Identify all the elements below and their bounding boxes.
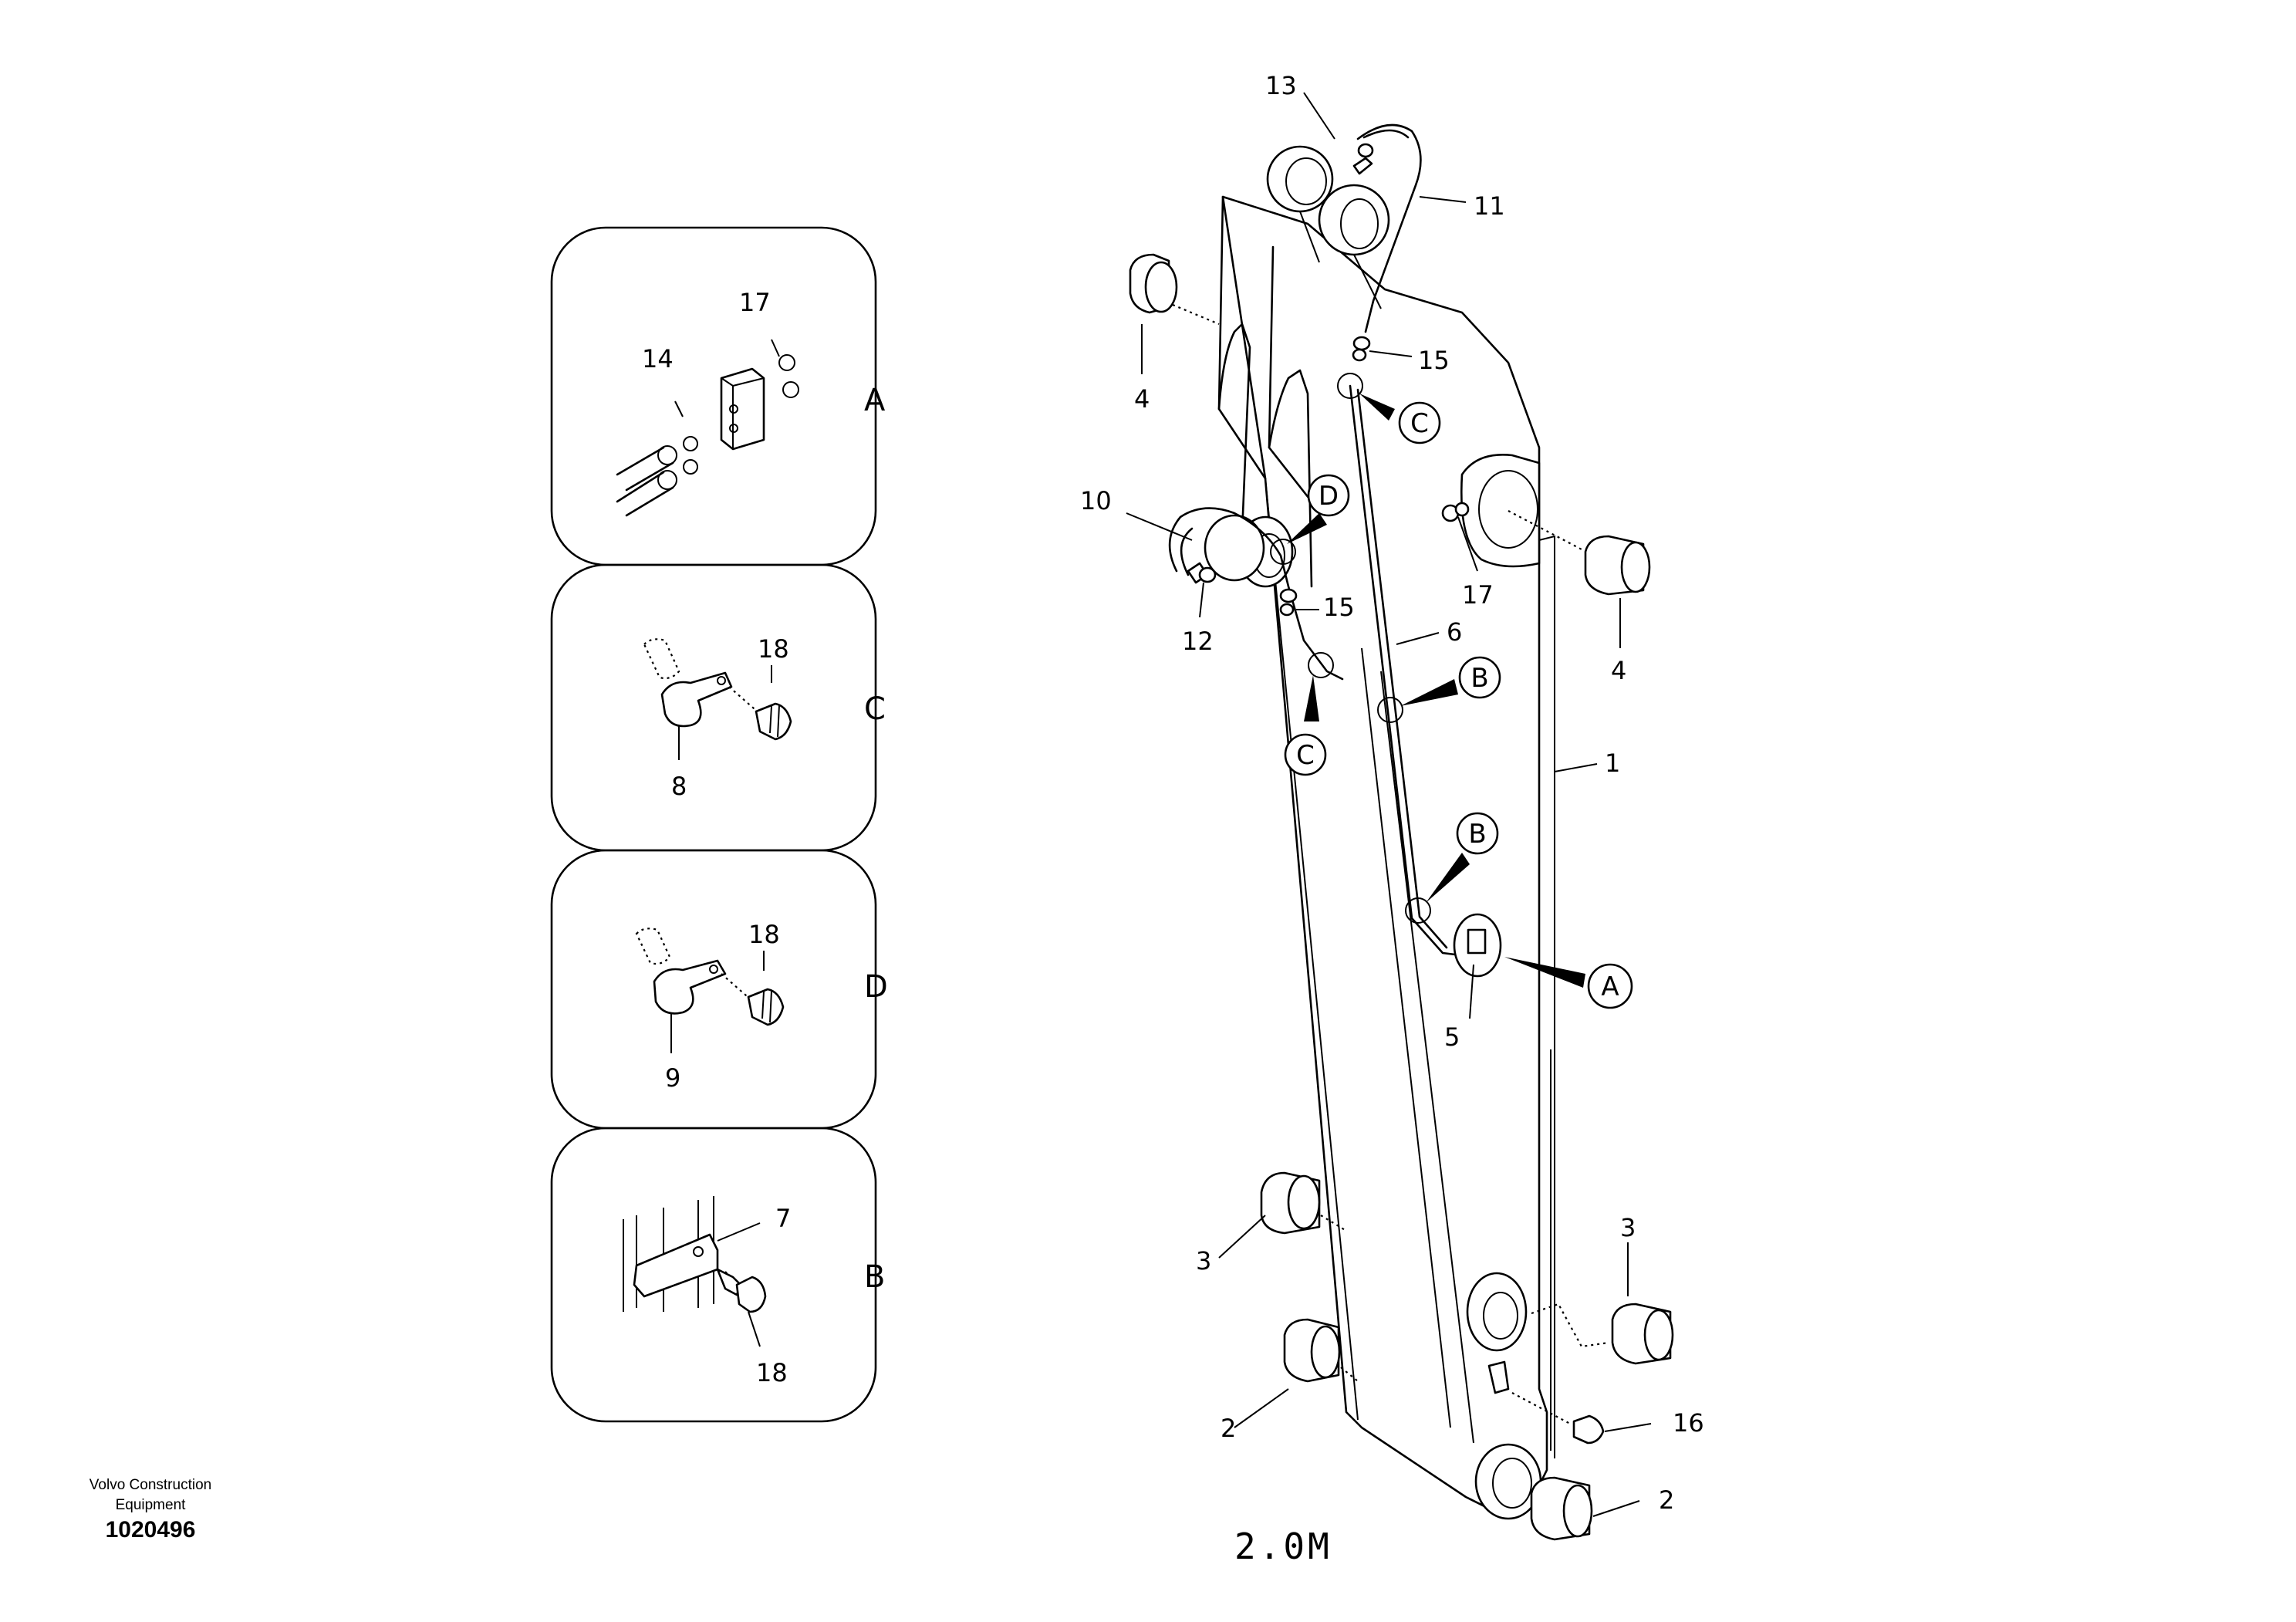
callout-1: 1	[1605, 748, 1620, 778]
panel-c-section-letter: C	[864, 691, 886, 727]
callout-3-right: 3	[1620, 1213, 1636, 1242]
view-marker-c-top: C	[1410, 408, 1429, 439]
panel-d-callout-18: 18	[748, 920, 780, 949]
detail-panel-a: 17 14 A	[550, 226, 886, 566]
view-marker-c-low: C	[1296, 740, 1315, 771]
callout-10: 10	[1080, 486, 1112, 515]
panel-a-callout-14: 14	[642, 344, 674, 373]
panel-c-callout-18: 18	[758, 634, 789, 664]
view-marker-b-top: B	[1470, 663, 1488, 694]
callout-5: 5	[1444, 1022, 1460, 1052]
panel-d-callout-9: 9	[665, 1063, 680, 1093]
panel-b-section-letter: B	[864, 1259, 885, 1295]
panel-a-section-letter: A	[864, 383, 886, 418]
drawing-code: 2.0M	[1234, 1526, 1332, 1567]
illustration-number: 1020496	[105, 1517, 196, 1543]
callout-12: 12	[1182, 627, 1214, 656]
view-marker-b-low: B	[1468, 819, 1486, 850]
callout-6: 6	[1447, 617, 1462, 647]
callout-4-right: 4	[1611, 656, 1626, 685]
panel-a-callout-17: 17	[739, 288, 771, 317]
bushing-lower-right	[1531, 1303, 1674, 1365]
panel-c-callout-8: 8	[671, 772, 687, 801]
callout-17: 17	[1462, 580, 1494, 610]
callout-15-top: 15	[1418, 346, 1450, 375]
callout-4-left: 4	[1134, 384, 1150, 414]
arm-assembly	[1126, 92, 1674, 1541]
callout-16: 16	[1673, 1408, 1704, 1438]
view-marker-d: D	[1319, 481, 1339, 512]
manufacturer-line-1: Volvo Construction	[89, 1477, 212, 1493]
bushing-upper-left	[1129, 253, 1220, 326]
bushing-lower-left	[1260, 1171, 1347, 1235]
panel-b-callout-7: 7	[775, 1204, 791, 1233]
manufacturer-label: Volvo Construction Equipment	[31, 1475, 270, 1516]
callout-2-left: 2	[1221, 1414, 1236, 1443]
view-marker-a: A	[1601, 972, 1619, 1002]
callout-2-right: 2	[1659, 1485, 1674, 1515]
panel-d-section-letter: D	[864, 969, 888, 1005]
detail-panel-c: 18 8 C	[550, 563, 886, 852]
bushing-bottom-right	[1530, 1476, 1593, 1541]
detail-panel-b: 7 18 B	[550, 1127, 885, 1423]
callout-3-left: 3	[1196, 1246, 1211, 1276]
panel-b-callout-18: 18	[756, 1358, 788, 1387]
callout-11: 11	[1474, 191, 1505, 221]
callout-15-mid: 15	[1323, 593, 1355, 622]
bushing-right	[1508, 510, 1651, 596]
detail-panel-d: 18 9 D	[550, 849, 888, 1130]
manufacturer-line-2: Equipment	[115, 1497, 186, 1513]
bushing-bottom-left	[1283, 1318, 1359, 1383]
callout-13: 13	[1265, 71, 1297, 100]
